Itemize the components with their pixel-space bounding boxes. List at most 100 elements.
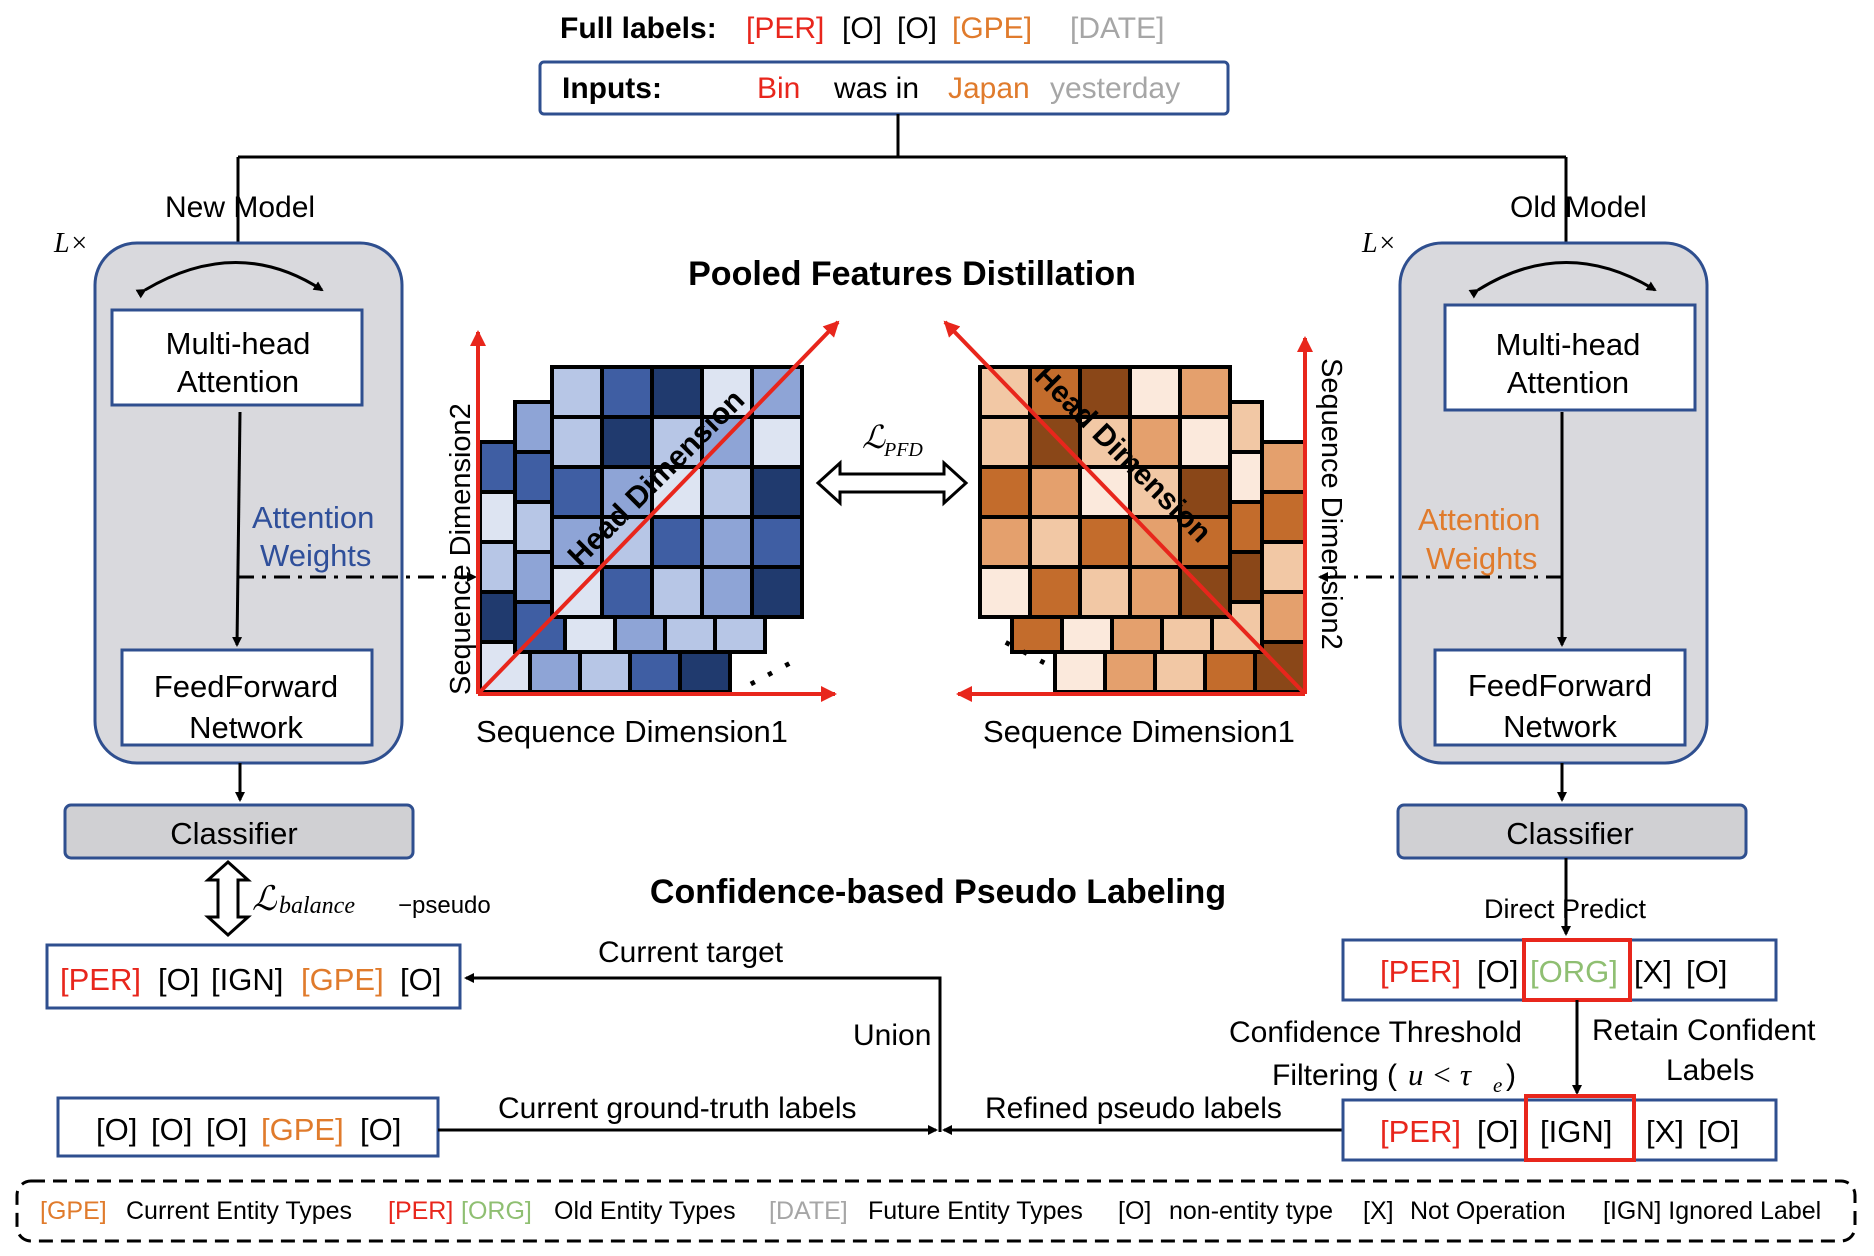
heatmap-cell xyxy=(982,419,1028,465)
threshold-subscript: e xyxy=(1493,1073,1502,1097)
heatmap-cell xyxy=(982,369,1028,415)
pred-label-per: [PER] xyxy=(1380,954,1461,989)
new-model: New Model L× Multi-head Attention Attent… xyxy=(53,191,415,860)
heatmap-cell xyxy=(1032,419,1078,465)
heatmap-cell xyxy=(754,419,800,465)
predicted-labels: [PER] [O] [ORG] [X] [O] xyxy=(1380,954,1727,989)
heatmap-cell xyxy=(704,469,750,515)
heatmap-cell xyxy=(1032,519,1078,565)
target-label-o2: [O] xyxy=(400,962,441,997)
input-token-was-in: was in xyxy=(833,72,919,105)
balance-loss-subscript: balance xyxy=(279,893,355,919)
new-attention-box xyxy=(110,308,364,407)
heatmap-cell xyxy=(654,569,700,615)
seq-dim1-label-left: Sequence Dimension1 xyxy=(476,714,788,749)
full-label-o2: [O] xyxy=(897,12,937,45)
old-attention-matrix: Head Dimension Sequence Dimension2 Seque… xyxy=(943,320,1347,749)
legend-x-tag: [X] xyxy=(1363,1197,1394,1225)
gt-label-gpe: [GPE] xyxy=(261,1112,344,1147)
legend-o-tag: [O] xyxy=(1118,1197,1151,1225)
refined-caption: Refined pseudo labels xyxy=(985,1092,1282,1125)
legend-current-text: Current Entity Types xyxy=(126,1197,352,1225)
heatmap-cell xyxy=(1132,469,1178,515)
full-label-gpe: [GPE] xyxy=(952,12,1032,45)
balance-loss-symbol: ℒ xyxy=(252,881,278,918)
heatmap-cell xyxy=(1132,569,1178,615)
pfd-loss: ℒ PFD xyxy=(815,419,969,507)
heatmap-cell xyxy=(1082,369,1128,415)
heatmap-cell xyxy=(1032,569,1078,615)
gt-labels-box xyxy=(56,1096,440,1158)
heatmap-cell xyxy=(554,369,600,415)
retain-line2: Labels xyxy=(1666,1054,1754,1087)
threshold-line1: Confidence Threshold xyxy=(1229,1016,1522,1049)
heatmap-cell xyxy=(754,469,800,515)
heatmap-cell xyxy=(604,419,650,465)
legend-old-tag-per: [PER] xyxy=(388,1197,453,1225)
old-weights-line1: Attention xyxy=(1418,502,1540,537)
seq-dim2-label-left: Sequence Dimension2 xyxy=(445,403,477,695)
gt-caption: Current ground-truth labels xyxy=(498,1092,857,1125)
heatmap-cell xyxy=(1257,444,1303,490)
threshold-math: u < τ xyxy=(1408,1057,1473,1092)
heatmap-cell xyxy=(554,419,600,465)
pred-label-o1: [O] xyxy=(1477,954,1518,989)
pfd-loss-symbol: ℒ xyxy=(862,419,886,455)
heatmap-cell xyxy=(654,369,700,415)
legend-x-text: Not Operation xyxy=(1410,1197,1566,1225)
retain-line1: Retain Confident xyxy=(1592,1014,1816,1047)
heatmap-cell xyxy=(1082,519,1128,565)
new-ffn-line2: Network xyxy=(189,710,303,745)
heatmap-cell xyxy=(754,519,800,565)
heatmap-cell xyxy=(704,419,750,465)
gt-label-o3: [O] xyxy=(206,1112,247,1147)
pfd-double-arrow xyxy=(815,459,969,507)
current-target-caption: Current target xyxy=(598,936,784,969)
pred-label-x: [X] xyxy=(1634,954,1672,989)
full-label-o1: [O] xyxy=(842,12,882,45)
heatmap-cell xyxy=(982,519,1028,565)
new-classifier-label: Classifier xyxy=(170,816,297,851)
new-attention-line2: Attention xyxy=(177,364,299,399)
balance-loss-arrow xyxy=(204,859,252,938)
new-weights-line2: Weights xyxy=(260,538,371,573)
new-classifier xyxy=(63,803,415,860)
inputs-box: Inputs: Bin was in Japan yesterday xyxy=(538,60,1230,116)
legend-current-tag: [GPE] xyxy=(40,1197,107,1225)
heatmap-cell xyxy=(1082,419,1128,465)
old-ffn-box xyxy=(1433,648,1687,747)
heatmap-cell xyxy=(1132,419,1178,465)
heatmap-cell xyxy=(704,569,750,615)
balance-loss-suffix: −pseudo xyxy=(398,892,491,919)
refined-label-x: [X] xyxy=(1646,1114,1684,1149)
blue-matrix-front xyxy=(550,365,804,619)
heatmap-cell xyxy=(554,519,600,565)
new-weights-line1: Attention xyxy=(252,500,374,535)
old-classifier xyxy=(1396,803,1748,860)
legend: [GPE] Current Entity Types [PER] [ORG] O… xyxy=(40,1197,1821,1225)
old-attention-line2: Attention xyxy=(1507,365,1629,400)
gt-label-o1: [O] xyxy=(96,1112,137,1147)
target-label-gpe: [GPE] xyxy=(301,962,384,997)
heatmap-cell xyxy=(754,569,800,615)
input-token-yesterday: yesterday xyxy=(1050,72,1180,105)
heatmap-cell xyxy=(554,469,600,515)
heatmap-cell xyxy=(1082,469,1128,515)
threshold-line2: Filtering ( xyxy=(1272,1059,1397,1092)
new-ffn-line1: FeedForward xyxy=(154,669,338,704)
pfd-loss-subscript: PFD xyxy=(883,439,923,461)
input-token-japan: Japan xyxy=(948,72,1030,105)
gt-label-o4: [O] xyxy=(360,1112,401,1147)
heatmap-cell xyxy=(654,469,700,515)
legend-old-tag-org: [ORG] xyxy=(461,1197,532,1225)
refined-ign-highlight xyxy=(1524,1094,1636,1162)
legend-ign-text: [IGN] Ignored Label xyxy=(1603,1197,1821,1225)
refined-label-per: [PER] xyxy=(1380,1114,1461,1149)
heatmap-cell xyxy=(1257,544,1303,590)
gt-label-o2: [O] xyxy=(151,1112,192,1147)
full-labels-title: Full labels: xyxy=(560,12,717,45)
target-label-o1: [O] xyxy=(158,962,199,997)
gt-labels: [O] [O] [O] [GPE] [O] xyxy=(96,1112,401,1147)
heatmap-cell xyxy=(704,369,750,415)
